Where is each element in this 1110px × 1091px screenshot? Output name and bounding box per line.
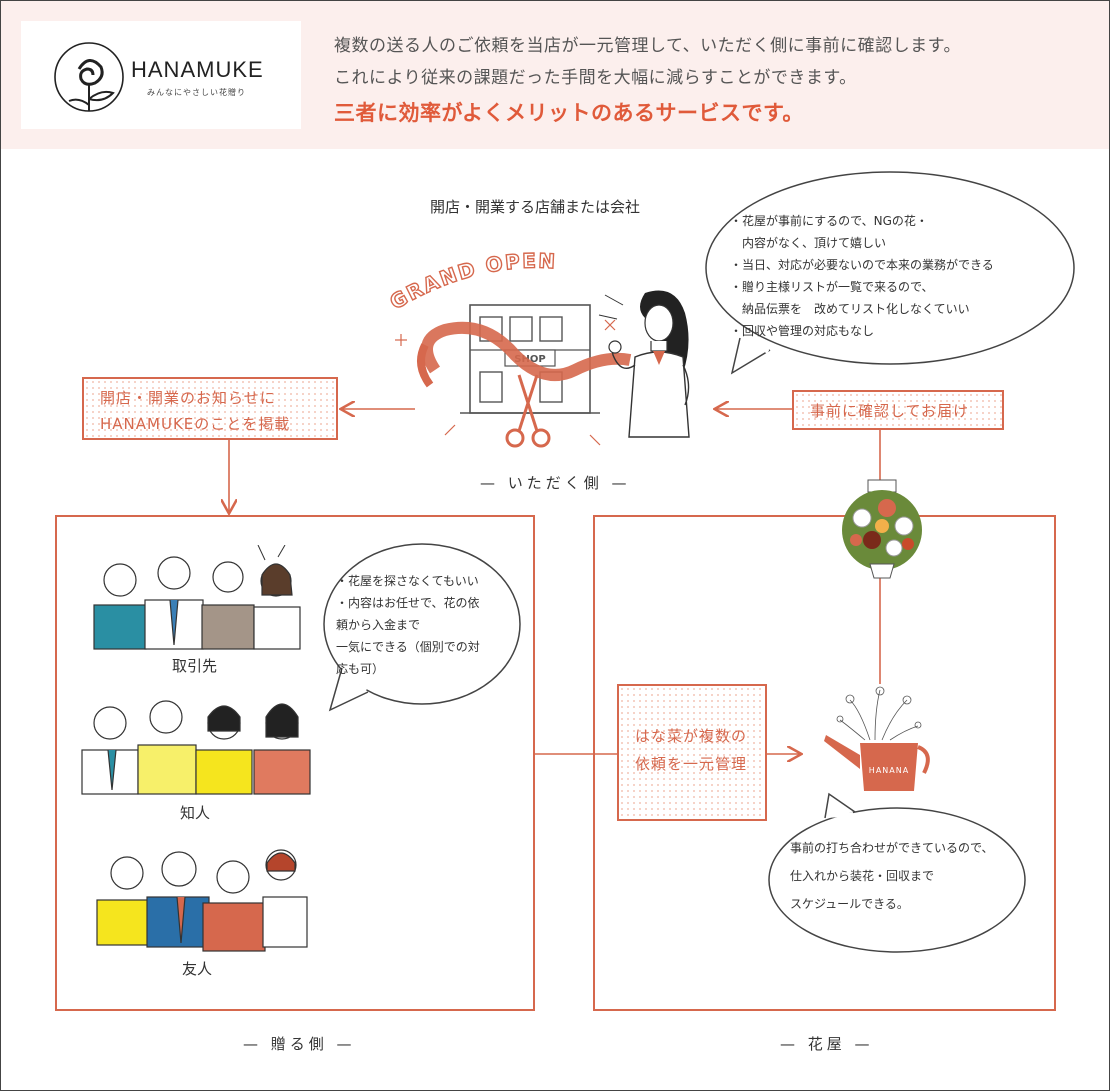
announcement-line-1: 開店・開業のお知らせに [100, 389, 276, 407]
shop-sign-text: SHOP [514, 354, 545, 365]
group-label-acquaintances: 知人 [180, 804, 211, 822]
receiver-point-1: ・花屋が事前にするので、NGの花・ [730, 214, 928, 228]
header-lead: 三者に効率がよくメリットのあるサービスです。 [334, 101, 804, 125]
receiver-bubble [705, 171, 1075, 375]
group-label-partners: 取引先 [172, 657, 218, 675]
receiver-label: — いただく側 — [480, 474, 631, 492]
florist-point-1: 事前の打ち合わせができているので、 [790, 841, 994, 855]
receiver-point-3b: 納品伝票を 改めてリスト化しなくていい [730, 302, 970, 316]
header-line-1: 複数の送る人のご依頼を当店が一元管理して、いただく側に事前に確認します。 [334, 36, 961, 56]
management-line-2: 依頼を一元管理 [635, 755, 748, 773]
woman-illustration [598, 290, 690, 438]
sender-point-2: ・内容はお任せで、花の依 [336, 596, 480, 610]
central-management-box: はな菜が複数の 依頼を一元管理 [617, 684, 767, 821]
sender-point-2b: 頼から入金まで [336, 618, 421, 632]
florist-box [593, 515, 1056, 1011]
florist-point-3: スケジュールできる。 [790, 897, 909, 911]
announcement-line-2: HANAMUKEのことを掲載 [100, 415, 291, 433]
flower-stand-illustration [842, 479, 922, 579]
grand-open-shop-illustration: GRAND OPEN SHOP [385, 250, 632, 448]
delivery-text: 事前に確認してお届け [810, 402, 970, 420]
acquaintances-illustration [81, 700, 311, 795]
watering-can-illustration: HANANA [824, 686, 930, 791]
rose-logo-icon [54, 42, 124, 112]
logo-box: HANAMUKE みんなにやさしい花贈り [21, 21, 301, 129]
logo-name: HANAMUKE [131, 57, 264, 82]
receiver-point-2: ・当日、対応が必要ないので本来の業務ができる [730, 258, 994, 272]
sender-box [55, 515, 535, 1011]
can-brand-text: HANANA [869, 766, 909, 775]
group-label-friends: 友人 [182, 960, 213, 978]
florist-label: — 花屋 — [780, 1035, 874, 1053]
florist-bubble [768, 792, 1026, 953]
header-line-2: これにより従来の課題だった手間を大幅に減らすことができます。 [334, 68, 857, 88]
receiver-point-3: ・贈り主様リストが一覧で来るので、 [730, 280, 934, 294]
sender-label: — 贈る側 — [243, 1035, 356, 1053]
receiver-point-4: ・回収や管理の対応もなし [730, 324, 875, 338]
sender-bubble-text: ・花屋を探さなくてもいい ・内容はお任せで、花の依 頼から入金まで 一気にできる… [336, 570, 480, 680]
receiver-point-1b: 内容がなく、頂けて嬉しい [730, 236, 887, 250]
announcement-box: 開店・開業のお知らせに HANAMUKEのことを掲載 [82, 377, 338, 440]
logo-tagline: みんなにやさしい花贈り [147, 88, 246, 97]
sender-point-2c: 一気にできる（個別での対 [336, 640, 480, 654]
sender-bubble [323, 543, 521, 712]
friends-illustration [96, 849, 308, 952]
sender-point-1: ・花屋を探さなくてもいい [336, 574, 479, 588]
delivery-box: 事前に確認してお届け [792, 390, 1004, 430]
receiver-bubble-text: ・花屋が事前にするので、NGの花・ 内容がなく、頂けて嬉しい ・当日、対応が必要… [730, 210, 994, 342]
management-line-1: はな菜が複数の [635, 727, 748, 745]
header-banner: HANAMUKE みんなにやさしい花贈り 複数の送る人のご依頼を当店が一元管理し… [1, 1, 1109, 149]
business-partners-illustration [93, 545, 301, 650]
florist-point-2: 仕入れから装花・回収まで [790, 869, 935, 883]
florist-bubble-text: 事前の打ち合わせができているので、 仕入れから装花・回収まで スケジュールできる… [790, 834, 994, 918]
receiver-title: 開店・開業する店舗または会社 [430, 198, 641, 216]
sender-point-2d: 応も可） [336, 662, 385, 676]
